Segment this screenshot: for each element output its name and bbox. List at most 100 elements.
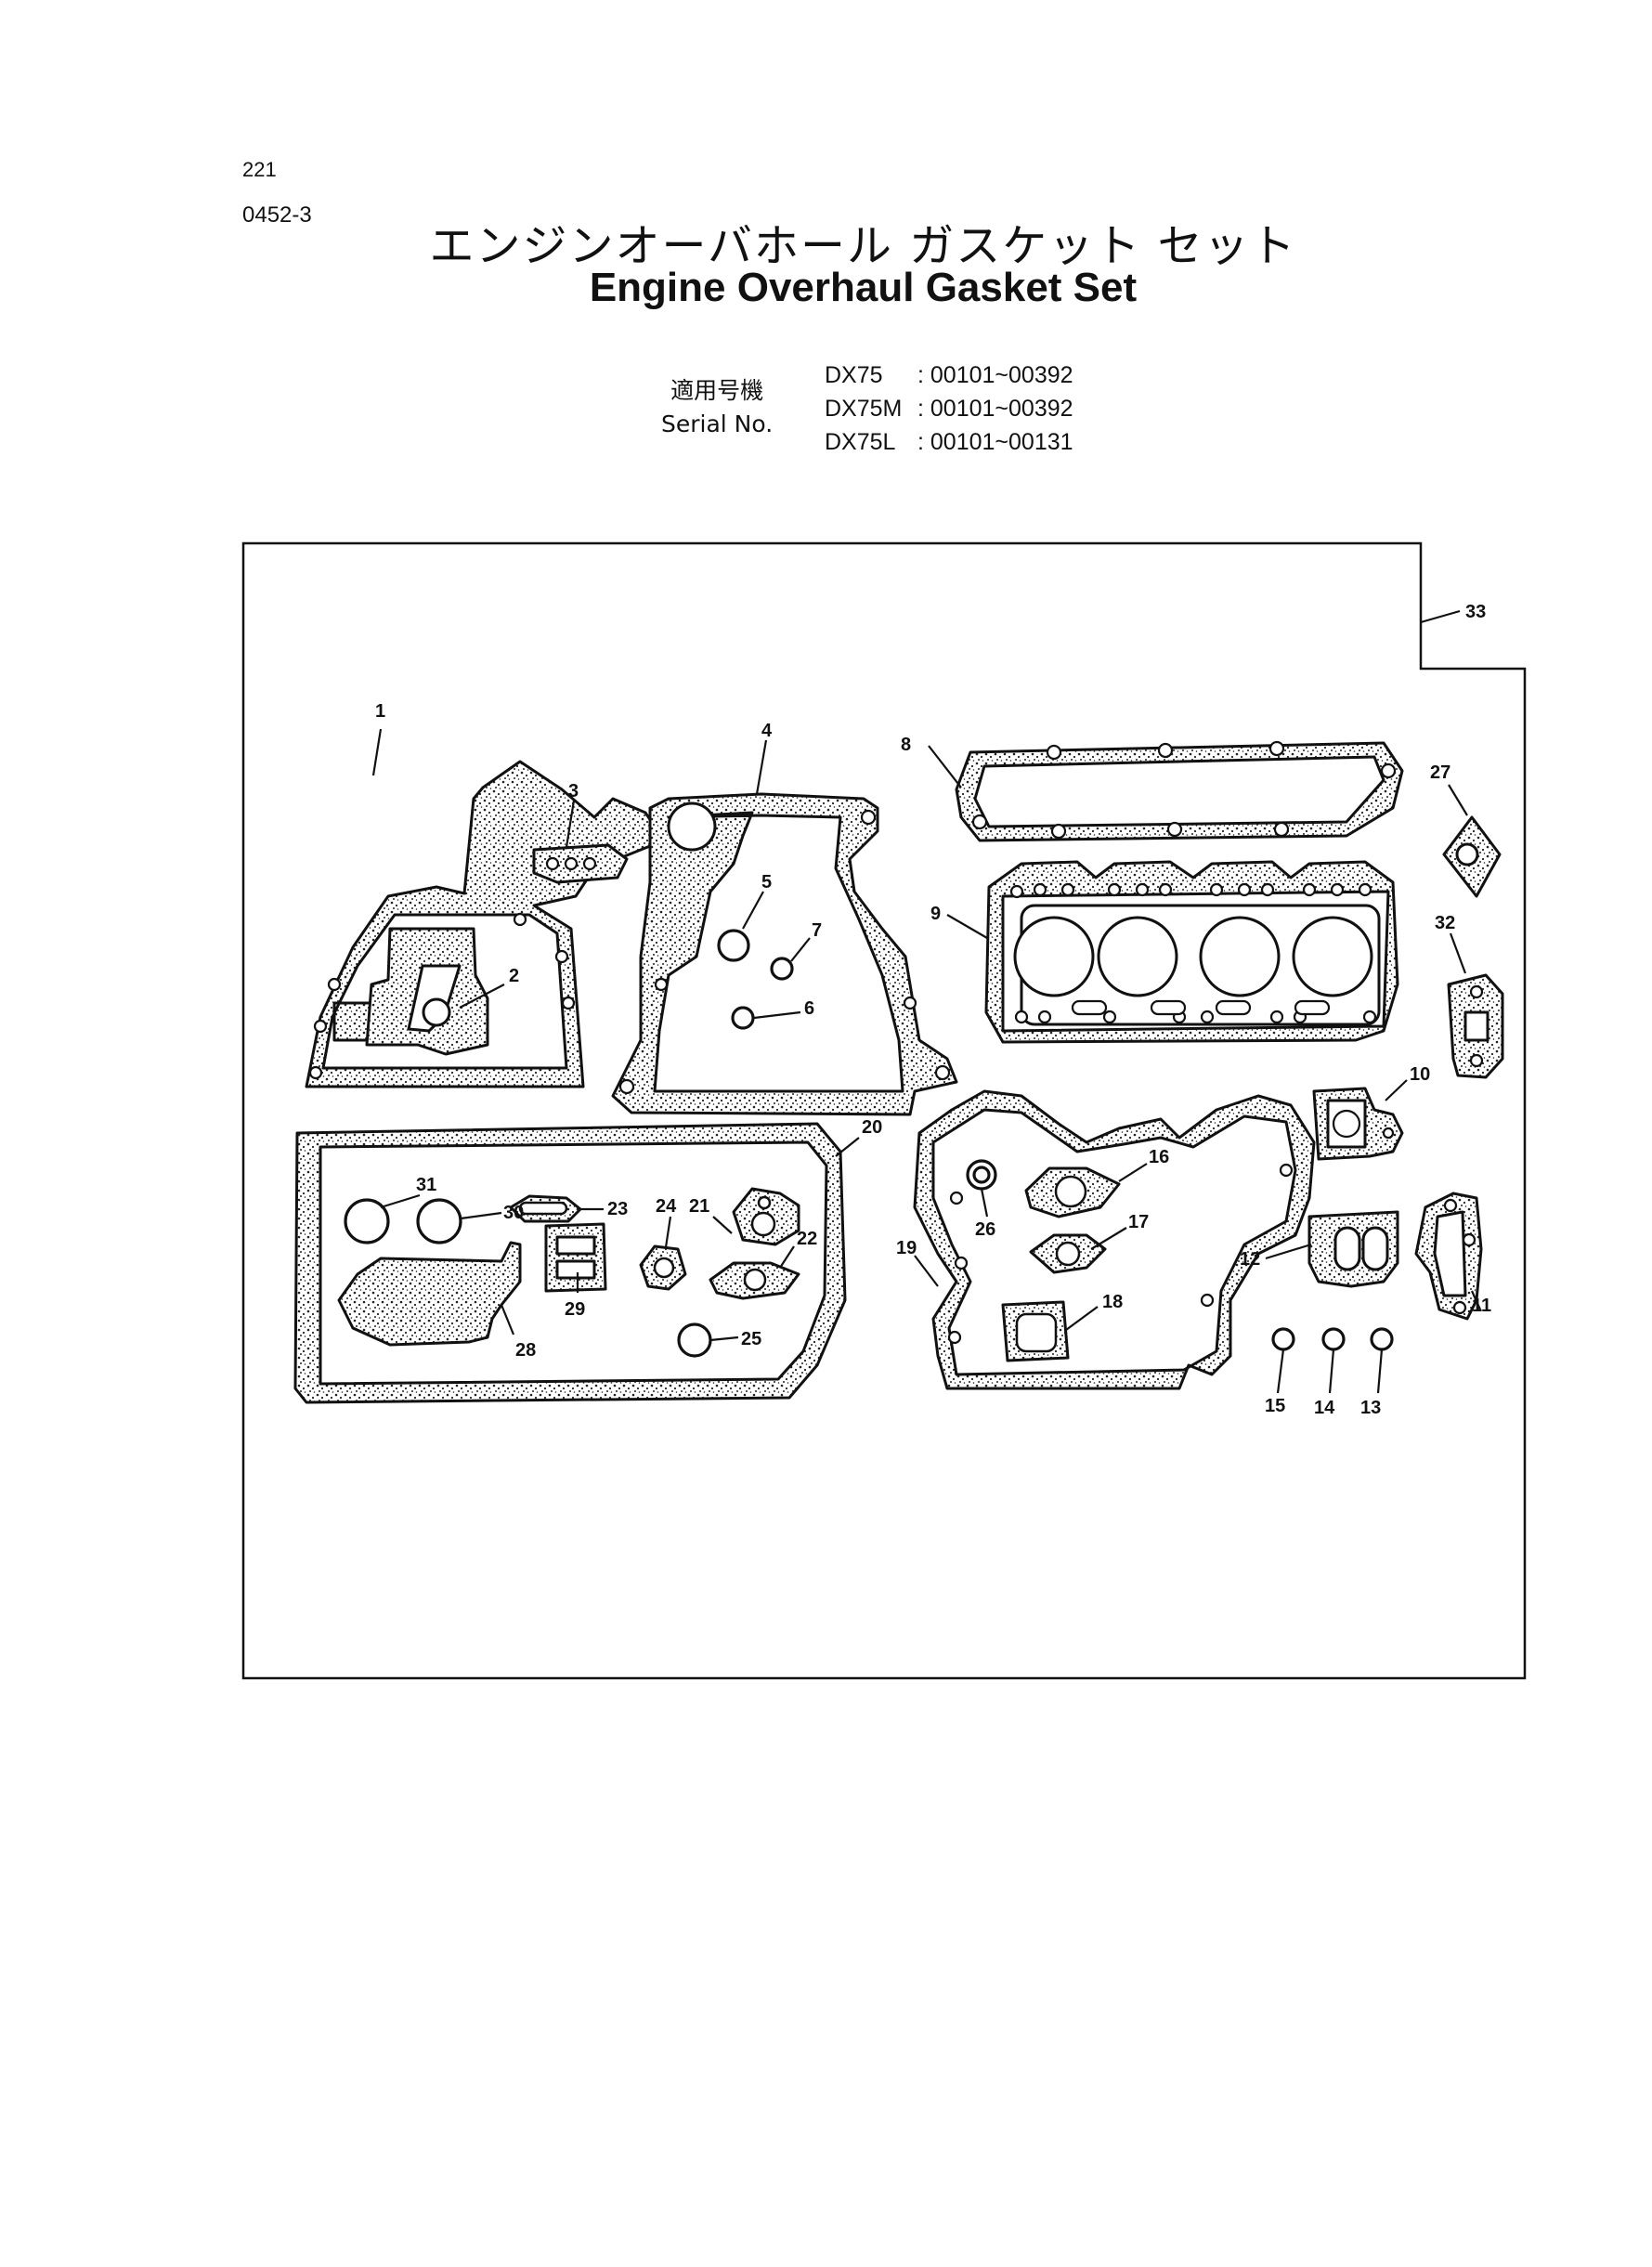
leader-line — [1118, 1163, 1148, 1182]
callout-21: 21 — [689, 1196, 709, 1217]
gasket-20 — [293, 1122, 847, 1404]
callout-10: 10 — [1410, 1064, 1430, 1085]
leader-line — [1276, 1348, 1285, 1394]
head-bolt-hole — [1237, 882, 1252, 897]
leader-line — [459, 984, 505, 1009]
leader-line — [1385, 1079, 1408, 1101]
serial-row: DX75L: 00101~00131 — [825, 425, 1073, 459]
serial-label-jp: 適用号機 — [670, 377, 764, 404]
gasket-26-inner — [972, 1166, 991, 1184]
head-bolt-hole — [1358, 882, 1372, 897]
callout-30: 30 — [503, 1203, 524, 1223]
callout-2: 2 — [509, 966, 519, 986]
gasket-3-hole — [564, 856, 579, 871]
leader-line — [500, 1304, 515, 1335]
rocker-cover-hole — [1380, 762, 1397, 779]
gasket-32-hole — [1469, 984, 1484, 999]
gasket-11-hole — [1452, 1300, 1467, 1315]
head-bolt-hole — [1037, 1010, 1052, 1024]
serial-model: DX75M — [825, 396, 903, 422]
head-bolt-hole — [1135, 882, 1150, 897]
bolt-hole — [1200, 1293, 1215, 1308]
callout-22: 22 — [797, 1229, 817, 1249]
callout-3: 3 — [568, 781, 579, 801]
serial-label: 適用号機 Serial No. — [661, 374, 773, 441]
callout-1: 1 — [375, 701, 385, 722]
gasket-31 — [344, 1198, 390, 1244]
bolt-hole — [554, 949, 569, 964]
bolt-hole — [313, 1019, 328, 1034]
leader-line — [380, 1193, 421, 1209]
callout-7: 7 — [812, 920, 822, 941]
page-number: 221 — [242, 158, 277, 181]
title-english: Engine Overhaul Gasket Set — [589, 265, 1138, 310]
bolt-hole — [954, 1256, 969, 1270]
gasket-24-port — [653, 1257, 675, 1279]
bolt-hole — [308, 1065, 323, 1080]
gasket-2-hole — [422, 997, 451, 1027]
head-bolt-hole — [1102, 1010, 1117, 1024]
gasket-11-hole — [1462, 1232, 1476, 1247]
gasket-13 — [1370, 1327, 1394, 1351]
leader-line — [928, 745, 962, 788]
gasket-32 — [1447, 973, 1504, 1079]
callout-12: 12 — [1240, 1249, 1260, 1270]
serial-range: : 00101~00392 — [917, 362, 1073, 388]
water-port — [1150, 999, 1187, 1016]
serial-row: DX75M: 00101~00392 — [825, 392, 1073, 425]
leader-line — [1449, 932, 1467, 974]
gasket-12-port-a — [1333, 1226, 1361, 1271]
callout-13: 13 — [1360, 1398, 1381, 1418]
document-code: 0452-3 — [242, 202, 312, 228]
gasket-18-port — [1015, 1312, 1058, 1353]
serial-model: DX75 — [825, 362, 883, 388]
gasket-3-hole — [545, 856, 560, 871]
gasket-28 — [337, 1241, 522, 1347]
gasket-19 — [913, 1089, 1316, 1390]
bolt-hole — [949, 1191, 964, 1205]
leader-line — [1448, 784, 1468, 816]
callout-26: 26 — [975, 1219, 995, 1240]
leader-line — [565, 800, 576, 848]
gasket-27-hole — [1455, 842, 1479, 866]
gasket-29 — [544, 1222, 607, 1293]
leader-line — [790, 937, 811, 962]
gasket-10-port — [1332, 1109, 1361, 1139]
callout-28: 28 — [515, 1340, 536, 1361]
leader-line — [946, 914, 988, 939]
water-port — [1294, 999, 1331, 1016]
gasket-10-hole — [1382, 1127, 1395, 1140]
leader-line — [835, 1137, 860, 1157]
callout-16: 16 — [1149, 1147, 1169, 1167]
bolt-hole — [654, 977, 669, 992]
cylinder-bore-1 — [1013, 916, 1095, 997]
head-bolt-hole — [1269, 1010, 1284, 1024]
leader-line — [753, 1010, 801, 1020]
gasket-15 — [1271, 1327, 1295, 1351]
head-bolt-hole — [1330, 882, 1345, 897]
callout-31: 31 — [416, 1175, 436, 1195]
serial-row: DX75 : 00101~00392 — [825, 358, 1073, 392]
callout-11: 11 — [1472, 1296, 1491, 1316]
rocker-cover-hole — [1157, 742, 1174, 759]
leader-line — [742, 891, 764, 930]
callout-14: 14 — [1314, 1398, 1335, 1418]
callout-24: 24 — [656, 1196, 677, 1217]
head-bolt-hole — [1260, 882, 1275, 897]
gasket-21-hole — [757, 1195, 772, 1210]
rocker-cover-hole — [1046, 744, 1062, 761]
rocker-cover-hole — [971, 814, 988, 830]
gasket-32-hole — [1469, 1053, 1484, 1068]
leader-line — [1420, 609, 1461, 624]
kit-outline — [241, 541, 1527, 1680]
gasket-11-hole — [1443, 1198, 1458, 1213]
head-bolt-hole — [1107, 882, 1122, 897]
leader-line — [709, 1335, 739, 1342]
callout-15: 15 — [1265, 1396, 1285, 1416]
head-bolt-hole — [1209, 882, 1224, 897]
gasket-23-slot — [518, 1201, 568, 1216]
head-bolt-hole — [1362, 1010, 1377, 1024]
head-bolt-hole — [1158, 882, 1173, 897]
leader-line — [1265, 1243, 1312, 1260]
